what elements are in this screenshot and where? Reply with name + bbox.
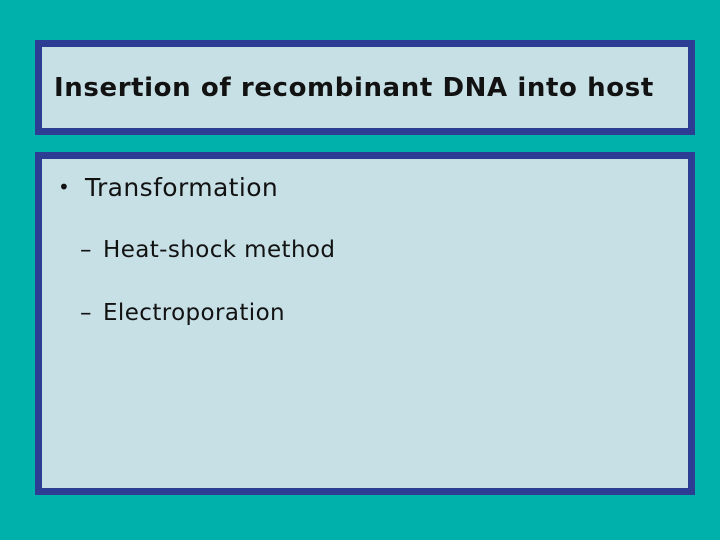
sub-bullet-item: – Heat-shock method [42, 233, 688, 267]
sub-bullet-label: Heat-shock method [103, 237, 336, 263]
sub-bullet-label: Electroporation [103, 300, 286, 326]
dash-marker: – [80, 237, 92, 263]
content-box: • Transformation – Heat-shock method – E… [35, 152, 695, 495]
sub-bullet-item: – Electroporation [42, 296, 688, 330]
dash-marker: – [80, 300, 92, 326]
bullet-label: Transformation [85, 172, 279, 202]
bullet-item: • Transformation [42, 170, 688, 204]
slide-title: Insertion of recombinant DNA into host [54, 72, 654, 103]
title-box: Insertion of recombinant DNA into host [35, 40, 695, 135]
bullet-dot-marker: • [58, 175, 70, 199]
